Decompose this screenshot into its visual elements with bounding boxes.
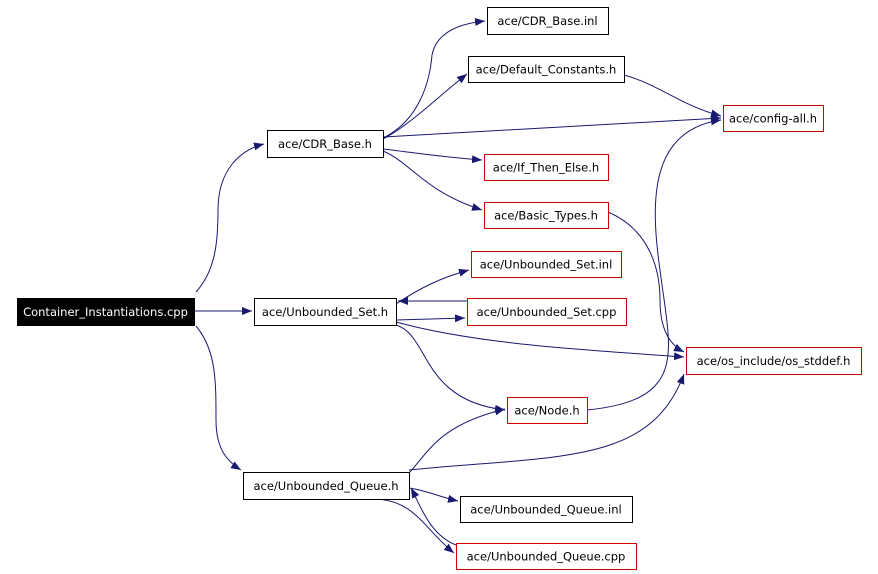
node-label: ace/Default_Constants.h xyxy=(476,63,617,77)
edge-cdr_h-to-basic xyxy=(382,150,483,211)
node-ifthen[interactable]: ace/If_Then_Else.h xyxy=(484,154,609,181)
node-box xyxy=(484,202,609,229)
node-label: ace/Unbounded_Set.h xyxy=(262,305,388,319)
node-box xyxy=(468,56,625,83)
node-box xyxy=(686,347,862,375)
node-config[interactable]: ace/config-all.h xyxy=(723,105,824,132)
node-uset_inl[interactable]: ace/Unbounded_Set.inl xyxy=(471,251,622,278)
node-box xyxy=(487,7,609,35)
node-box xyxy=(471,251,622,278)
node-label: ace/os_include/os_stddef.h xyxy=(697,354,851,368)
edge-cdr_h-to-ifthen xyxy=(382,148,483,164)
node-box xyxy=(460,496,633,523)
node-label: ace/Unbounded_Set.cpp xyxy=(477,305,617,319)
edge-uq_h-to-stddef xyxy=(408,373,685,471)
node-label: ace/CDR_Base.h xyxy=(278,137,372,151)
edge-defconst-to-config xyxy=(623,74,722,118)
node-root[interactable]: Container_Instantiations.cpp xyxy=(17,298,195,326)
node-defconst[interactable]: ace/Default_Constants.h xyxy=(468,56,625,83)
edge-cdr_h-to-config xyxy=(382,114,722,138)
node-uq_inl[interactable]: ace/Unbounded_Queue.inl xyxy=(460,496,633,523)
edges-layer xyxy=(194,18,722,554)
node-label: ace/Unbounded_Queue.inl xyxy=(470,503,621,517)
node-cdr_inl[interactable]: ace/CDR_Base.inl xyxy=(487,7,609,35)
node-label: Container_Instantiations.cpp xyxy=(23,305,188,319)
node-label: ace/Unbounded_Set.inl xyxy=(480,258,613,272)
node-uq_cpp[interactable]: ace/Unbounded_Queue.cpp xyxy=(456,543,637,570)
edge-cdr_h-to-defconst xyxy=(382,73,468,140)
node-box xyxy=(254,298,397,326)
edge-uq_h-to-uq_cpp xyxy=(374,498,455,554)
edge-cdr_h-to-cdr_inl xyxy=(382,18,486,139)
nodes-layer: Container_Instantiations.cpp ace/CDR_Base… xyxy=(17,7,862,570)
node-label: ace/config-all.h xyxy=(729,112,817,126)
node-box xyxy=(467,298,627,326)
node-label: ace/Node.h xyxy=(514,404,579,418)
edge-uq_h-to-node xyxy=(408,407,506,474)
node-node[interactable]: ace/Node.h xyxy=(507,397,588,424)
edge-uset_h-to-stddef xyxy=(395,321,685,361)
edge-root-to-cdr_h xyxy=(195,142,265,293)
edge-uset_h-to-uset_cpp xyxy=(395,314,466,323)
node-box xyxy=(456,543,637,570)
node-box xyxy=(243,472,410,500)
node-box xyxy=(484,154,609,181)
node-label: ace/Basic_Types.h xyxy=(494,209,598,223)
node-box xyxy=(507,397,588,424)
node-box xyxy=(267,130,384,158)
node-uq_h[interactable]: ace/Unbounded_Queue.h xyxy=(243,472,410,500)
node-label: ace/CDR_Base.inl xyxy=(497,14,597,28)
node-cdr_h[interactable]: ace/CDR_Base.h xyxy=(267,130,384,158)
node-stddef[interactable]: ace/os_include/os_stddef.h xyxy=(686,347,862,375)
edge-uset_h-to-uset_inl xyxy=(395,268,470,305)
edge-uq_cpp-to-uq_h xyxy=(410,487,457,546)
node-label: ace/Unbounded_Queue.cpp xyxy=(467,550,626,564)
node-uset_cpp[interactable]: ace/Unbounded_Set.cpp xyxy=(467,298,627,326)
node-uset_h[interactable]: ace/Unbounded_Set.h xyxy=(254,298,397,326)
edge-basic-to-stddef xyxy=(607,211,685,353)
edge-uset_h-to-node xyxy=(395,324,506,413)
node-box xyxy=(17,298,195,326)
edge-root-to-uq_h xyxy=(195,325,242,471)
node-basic[interactable]: ace/Basic_Types.h xyxy=(484,202,609,229)
edge-node-to-config xyxy=(586,117,722,411)
node-box xyxy=(723,105,824,132)
node-label: ace/Unbounded_Queue.h xyxy=(253,479,398,493)
node-label: ace/If_Then_Else.h xyxy=(493,161,599,175)
